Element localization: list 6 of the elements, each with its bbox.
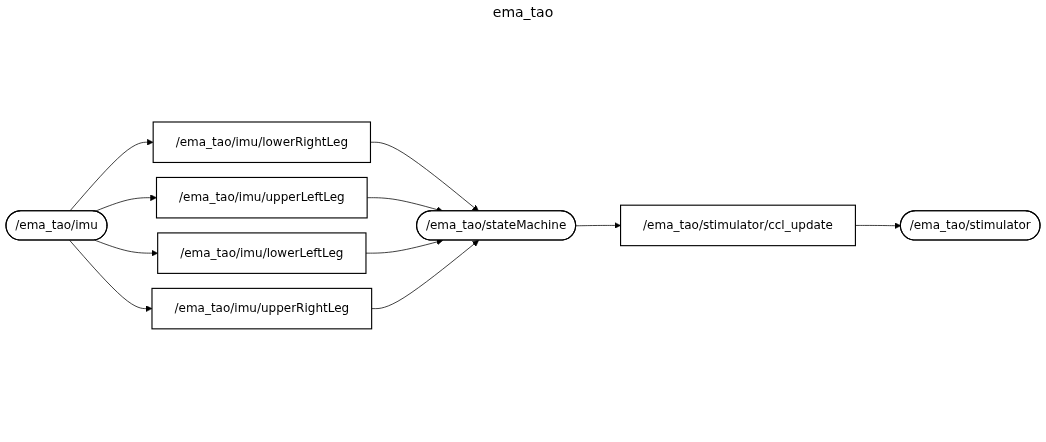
node-box: /ema_tao/imu/lowerLeftLeg	[157, 231, 367, 274]
node-box: /ema_tao/imu/upperRightLeg	[151, 287, 373, 329]
node-box: /ema_tao/imu/lowerRightLeg	[152, 121, 372, 163]
node-box: /ema_tao/imu/upperLeftLeg	[155, 176, 368, 219]
diagram-title: ema_tao	[491, 4, 555, 20]
node-box: /ema_tao/stimulator/ccl_update	[620, 204, 856, 246]
